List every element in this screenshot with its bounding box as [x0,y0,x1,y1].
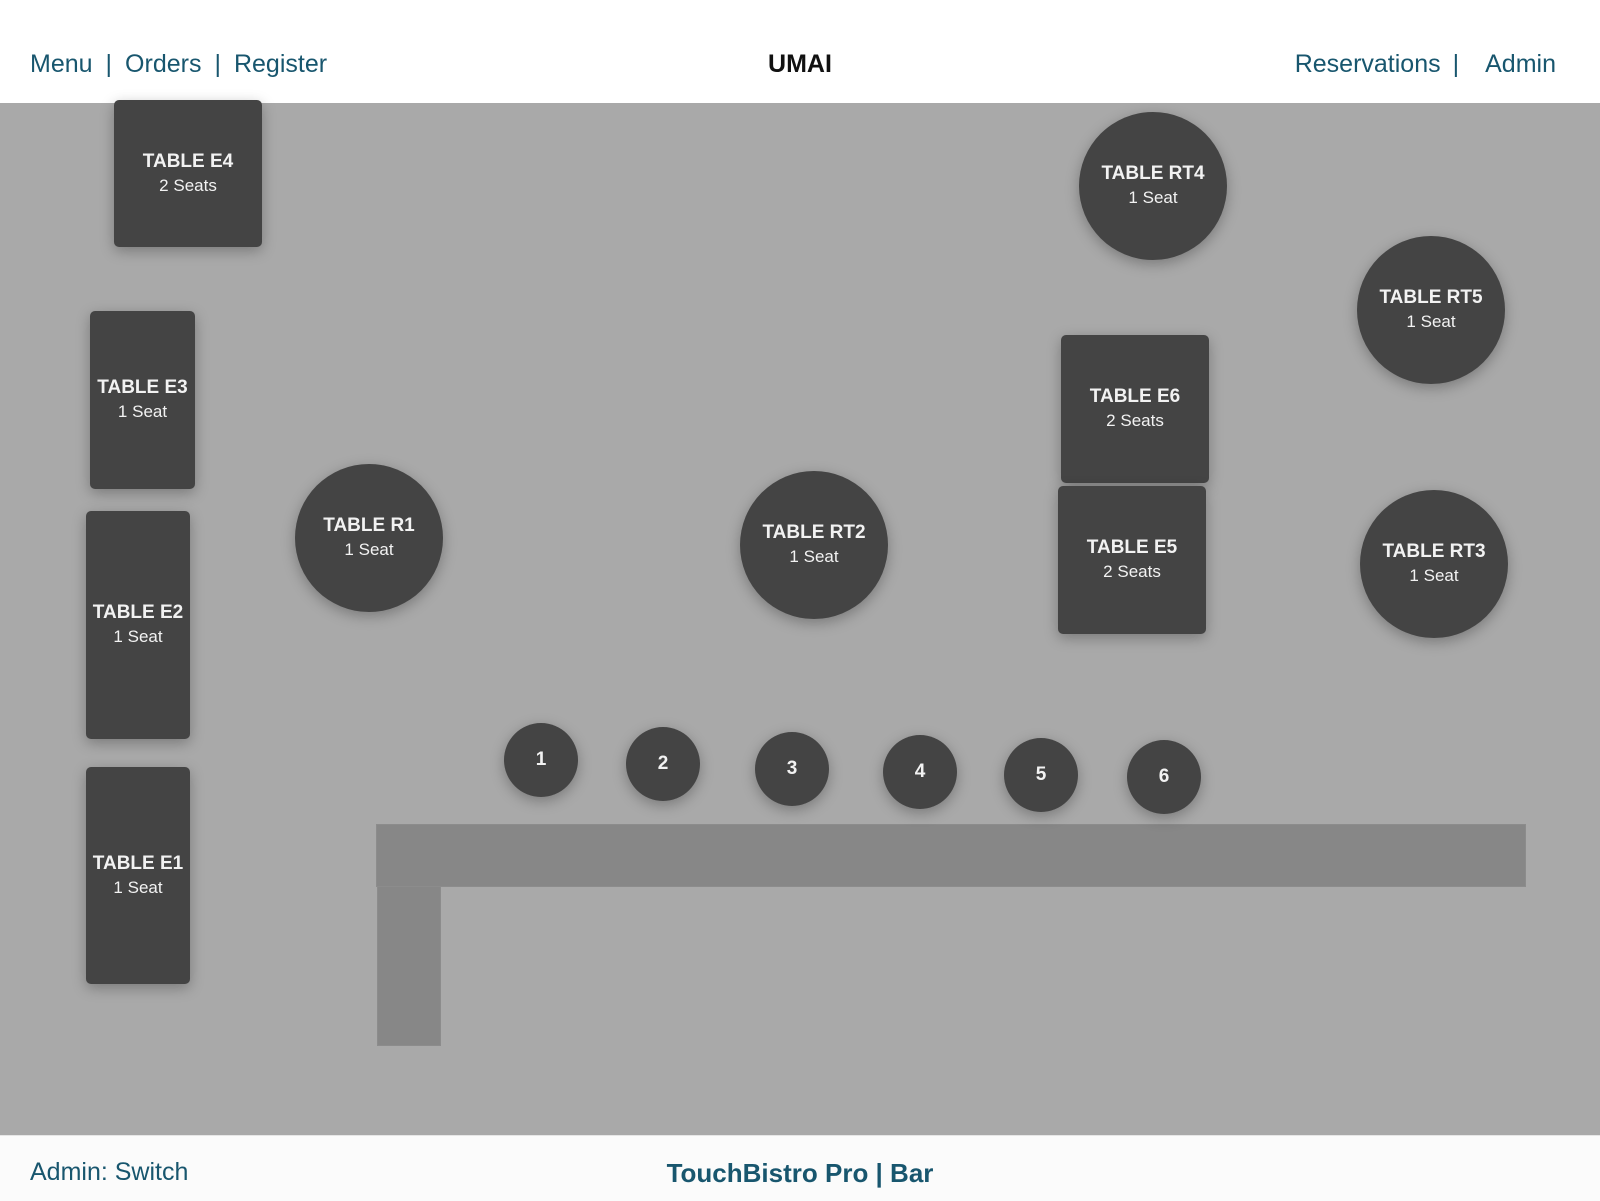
table-e5[interactable]: TABLE E5 2 Seats [1058,486,1206,634]
table-name: TABLE RT5 [1379,287,1483,308]
bar-seat-number: 5 [1035,764,1047,785]
table-name: TABLE RT3 [1382,541,1486,562]
app-section-label: TouchBistro Pro | Bar [666,1158,934,1188]
admin-link[interactable]: Admin [1485,50,1556,78]
orders-link[interactable]: Orders [125,50,202,78]
page-title-wrap: UMAI [0,50,1600,79]
table-name: TABLE E4 [142,150,234,172]
bar-counter-horizontal [376,824,1526,887]
table-seats: 1 Seat [1409,566,1459,585]
bar-seat-2[interactable]: 2 [626,727,700,801]
bar-seat-3[interactable]: 3 [755,732,829,806]
bar-seat-6[interactable]: 6 [1127,740,1201,814]
table-e3[interactable]: TABLE E3 1 Seat [90,311,195,489]
table-e1[interactable]: TABLE E1 1 Seat [86,767,190,984]
bar-seat-number: 1 [535,749,547,770]
table-name: TABLE E3 [97,377,188,398]
top-navigation-bar: Menu | Orders | Register UMAI Reservatio… [0,0,1600,103]
table-name: TABLE RT2 [762,522,866,543]
table-name: TABLE E2 [92,602,184,623]
nav-separator: | [1452,50,1460,78]
table-rt2[interactable]: TABLE RT2 1 Seat [740,471,888,619]
menu-link[interactable]: Menu [30,50,93,78]
table-r1[interactable]: TABLE R1 1 Seat [295,464,443,612]
table-e2[interactable]: TABLE E2 1 Seat [86,511,190,739]
bar-seat-number: 2 [657,753,669,774]
bar-seat-5[interactable]: 5 [1004,738,1078,812]
table-name: TABLE RT4 [1101,163,1205,184]
table-seats: 2 Seats [159,175,217,195]
table-seats: 1 Seat [113,877,163,897]
bar-seat-number: 3 [786,758,798,779]
table-seats: 1 Seat [789,547,839,566]
bar-counter-vertical [377,886,441,1046]
table-e4[interactable]: TABLE E4 2 Seats [114,100,262,247]
table-seats: 2 Seats [1103,562,1161,581]
bar-seat-number: 6 [1158,766,1170,787]
table-name: TABLE E1 [92,852,184,874]
table-name: TABLE E5 [1086,537,1178,558]
bar-seat-4[interactable]: 4 [883,735,957,809]
page-title: UMAI [768,50,832,78]
table-seats: 1 Seat [117,402,168,421]
table-seats: 2 Seats [1106,411,1164,430]
bar-seat-1[interactable]: 1 [504,723,578,797]
admin-switch-link[interactable]: Admin: Switch [30,1158,189,1186]
bar-seat-number: 4 [914,761,926,782]
table-e6[interactable]: TABLE E6 2 Seats [1061,335,1209,483]
reservations-link[interactable]: Reservations [1294,50,1441,78]
left-nav: Menu | Orders | Register [30,50,327,79]
table-name: TABLE R1 [323,515,415,536]
right-nav: Reservations | Admin [1295,50,1556,79]
table-rt5[interactable]: TABLE RT5 1 Seat [1357,236,1505,384]
nav-separator: | [214,50,221,78]
table-rt4[interactable]: TABLE RT4 1 Seat [1079,112,1227,260]
table-name: TABLE E6 [1089,386,1181,407]
table-seats: 1 Seat [1128,188,1178,207]
bottom-bar: Admin: Switch TouchBistro Pro | Bar [0,1135,1600,1201]
table-seats: 1 Seat [113,627,163,646]
table-rt3[interactable]: TABLE RT3 1 Seat [1360,490,1508,638]
nav-separator: | [105,50,113,78]
register-link[interactable]: Register [233,50,328,78]
table-seats: 1 Seat [344,540,394,559]
table-seats: 1 Seat [1406,312,1456,331]
floor-plan: TABLE E4 2 Seats TABLE E3 1 Seat TABLE E… [0,100,1600,1135]
